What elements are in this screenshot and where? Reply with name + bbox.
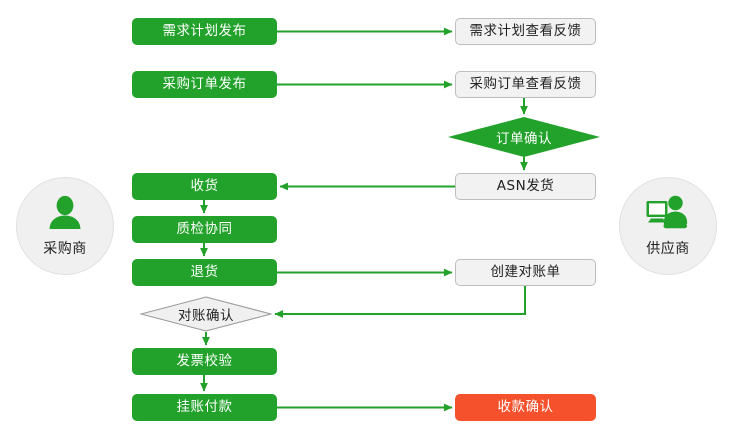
person-icon: [45, 195, 85, 237]
node-statement-confirm-label: 对账确认: [178, 308, 234, 324]
node-purchase-order-publish[interactable]: 采购订单发布: [132, 71, 277, 98]
actor-buyer-label: 采购商: [43, 240, 87, 257]
diamond-shape-white: [140, 296, 272, 332]
node-demand-plan-publish[interactable]: 需求计划发布: [132, 18, 277, 45]
node-accrual-payment[interactable]: 挂账付款: [132, 394, 277, 421]
person-computer-icon: [645, 195, 691, 237]
node-receive-goods[interactable]: 收货: [132, 173, 277, 200]
actor-supplier[interactable]: 供应商: [619, 177, 717, 275]
node-invoice-verify[interactable]: 发票校验: [132, 348, 277, 375]
node-asn-shipment[interactable]: ASN发货: [455, 173, 596, 200]
actor-supplier-label: 供应商: [646, 240, 690, 257]
node-quality-inspection[interactable]: 质检协同: [132, 216, 277, 243]
node-purchase-order-view-feedback[interactable]: 采购订单查看反馈: [455, 71, 596, 98]
diamond-shape-green: [448, 117, 600, 157]
node-return-goods[interactable]: 退货: [132, 259, 277, 286]
actor-buyer[interactable]: 采购商: [16, 177, 114, 275]
node-order-confirm-label: 订单确认: [496, 131, 552, 147]
node-demand-plan-view-feedback[interactable]: 需求计划查看反馈: [455, 18, 596, 45]
node-payment-receipt-confirm[interactable]: 收款确认: [455, 394, 596, 421]
node-create-statement[interactable]: 创建对账单: [455, 259, 596, 286]
node-order-confirm[interactable]: 订单确认: [448, 117, 600, 157]
edge-n10-n11: [274, 286, 526, 318]
node-statement-confirm[interactable]: 对账确认: [140, 296, 272, 332]
